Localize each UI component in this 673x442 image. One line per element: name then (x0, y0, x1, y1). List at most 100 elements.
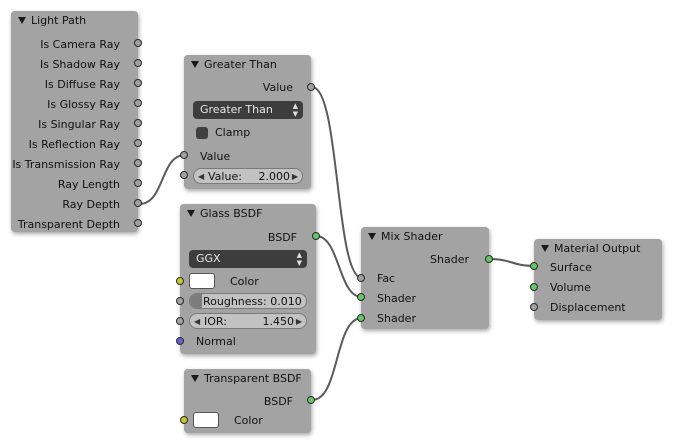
output-is-transmission-ray: Is Transmission Ray (12, 158, 120, 171)
input-volume-label: Volume (550, 281, 591, 294)
ior-label: IOR: (204, 315, 227, 328)
glass-bsdf-header[interactable]: Glass BSDF (180, 204, 316, 224)
socket-output-shader[interactable] (485, 255, 493, 263)
link-greater-to-fac[interactable] (311, 86, 363, 279)
roughness-value: 0.010 (270, 295, 302, 308)
decrement-arrow-icon[interactable]: ◀ (198, 172, 205, 181)
collapse-triangle-icon[interactable] (368, 233, 376, 240)
socket-input-ior[interactable] (176, 317, 184, 325)
socket-input-roughness[interactable] (176, 297, 184, 305)
material-output-node[interactable]: Material Output Surface Volume Displacem… (530, 239, 662, 320)
socket-input-value-2[interactable] (180, 171, 188, 179)
link-mix-to-surface[interactable] (488, 258, 536, 267)
increment-arrow-icon[interactable]: ▶ (291, 172, 298, 181)
output-is-reflection-ray: Is Reflection Ray (28, 138, 120, 151)
socket-input-volume[interactable] (530, 283, 538, 291)
output-is-singular-ray: Is Singular Ray (38, 118, 120, 131)
output-is-diffuse-ray: Is Diffuse Ray (44, 78, 120, 91)
output-is-camera-ray: Is Camera Ray (40, 38, 120, 51)
socket-is-reflection-ray[interactable] (134, 139, 142, 147)
input-surface-label: Surface (550, 261, 592, 274)
socket-transparent-depth[interactable] (134, 219, 142, 227)
dropdown-arrows-icon: ▲▼ (292, 102, 298, 118)
greater-than-node[interactable]: Greater Than Value Greater Than ▲▼ Clamp… (180, 55, 315, 189)
output-transparent-depth: Transparent Depth (17, 218, 120, 231)
output-shader-label: Shader (430, 253, 469, 266)
socket-input-displacement[interactable] (530, 303, 538, 311)
roughness-slider[interactable]: Roughness: 0.010 (189, 293, 307, 309)
node-title: Light Path (31, 14, 87, 27)
socket-ray-length[interactable] (134, 179, 142, 187)
roughness-label: Roughness: 0.010 (203, 295, 302, 308)
color-label: Color (234, 414, 263, 427)
value-number-field[interactable]: ◀ Value: 2.000 ▶ (193, 168, 303, 184)
node-title: Greater Than (204, 58, 277, 71)
socket-output-bsdf[interactable] (307, 396, 315, 404)
output-ray-length: Ray Length (57, 178, 120, 191)
output-bsdf-label: BSDF (263, 395, 293, 408)
operation-selected: Greater Than (200, 103, 273, 116)
light-path-node[interactable]: Light Path Is Camera Ray Is Shadow Ray I… (11, 11, 142, 232)
distribution-selected: GGX (196, 252, 221, 265)
socket-is-glossy-ray[interactable] (134, 99, 142, 107)
color-swatch[interactable] (193, 412, 219, 428)
socket-is-diffuse-ray[interactable] (134, 79, 142, 87)
clamp-label: Clamp (215, 126, 251, 139)
clamp-checkbox[interactable] (196, 127, 208, 139)
dropdown-arrows-icon: ▲▼ (296, 251, 302, 267)
output-ray-depth: Ray Depth (62, 198, 120, 211)
ior-number-field[interactable]: ◀ IOR: 1.450 ▶ (189, 313, 307, 329)
increment-arrow-icon[interactable]: ▶ (295, 317, 302, 326)
transparent-bsdf-node[interactable]: Transparent BSDF BSDF Color (180, 369, 315, 433)
color-label: Color (230, 275, 259, 288)
socket-is-transmission-ray[interactable] (134, 159, 142, 167)
socket-input-color[interactable] (176, 277, 184, 285)
roughness-slider-fill (190, 294, 202, 308)
color-swatch[interactable] (189, 273, 215, 289)
input-value-label: Value (200, 150, 231, 163)
socket-output-value[interactable] (307, 83, 315, 91)
socket-input-shader-2[interactable] (357, 314, 365, 322)
link-glass-to-shader1[interactable] (315, 235, 363, 298)
node-title: Transparent BSDF (204, 372, 302, 385)
link-transparent-to-shader2[interactable] (311, 317, 363, 401)
socket-input-fac[interactable] (357, 274, 365, 282)
material-output-header[interactable]: Material Output (534, 239, 662, 259)
transparent-bsdf-header[interactable]: Transparent BSDF (184, 369, 311, 389)
normal-label: Normal (196, 335, 236, 348)
input-shader-1-label: Shader (377, 292, 416, 305)
socket-output-bsdf[interactable] (312, 232, 320, 240)
node-title: Mix Shader (381, 230, 443, 243)
link-raydepth-to-value[interactable] (138, 154, 186, 205)
collapse-triangle-icon[interactable] (191, 375, 199, 382)
socket-input-shader-1[interactable] (357, 293, 365, 301)
socket-input-value-1[interactable] (180, 151, 188, 159)
operation-dropdown[interactable]: Greater Than ▲▼ (193, 101, 303, 119)
input-fac-label: Fac (377, 272, 396, 285)
collapse-triangle-icon[interactable] (541, 245, 549, 252)
socket-input-normal[interactable] (176, 337, 184, 345)
collapse-triangle-icon[interactable] (18, 17, 26, 24)
value-field-value: 2.000 (258, 170, 291, 183)
ior-value: 1.450 (262, 315, 295, 328)
socket-input-surface[interactable] (530, 262, 538, 270)
output-value-label: Value (262, 81, 293, 94)
mix-shader-header[interactable]: Mix Shader (361, 227, 489, 247)
decrement-arrow-icon[interactable]: ◀ (194, 317, 201, 326)
node-title: Material Output (554, 242, 641, 255)
collapse-triangle-icon[interactable] (187, 210, 195, 217)
greater-than-header[interactable]: Greater Than (184, 55, 311, 75)
node-title: Glass BSDF (200, 207, 263, 220)
glass-bsdf-node[interactable]: Glass BSDF BSDF GGX ▲▼ Color Roughness: … (176, 204, 320, 354)
socket-ray-depth[interactable] (134, 199, 142, 207)
distribution-dropdown[interactable]: GGX ▲▼ (189, 250, 307, 268)
mix-shader-node[interactable]: Mix Shader Shader Fac Shader Shader (357, 227, 493, 329)
socket-input-color[interactable] (180, 416, 188, 424)
output-is-glossy-ray: Is Glossy Ray (47, 98, 120, 111)
socket-is-shadow-ray[interactable] (134, 59, 142, 67)
socket-is-camera-ray[interactable] (134, 39, 142, 47)
socket-is-singular-ray[interactable] (134, 119, 142, 127)
collapse-triangle-icon[interactable] (191, 61, 199, 68)
value-field-label: Value: (208, 170, 242, 183)
light-path-header[interactable]: Light Path (11, 11, 138, 31)
